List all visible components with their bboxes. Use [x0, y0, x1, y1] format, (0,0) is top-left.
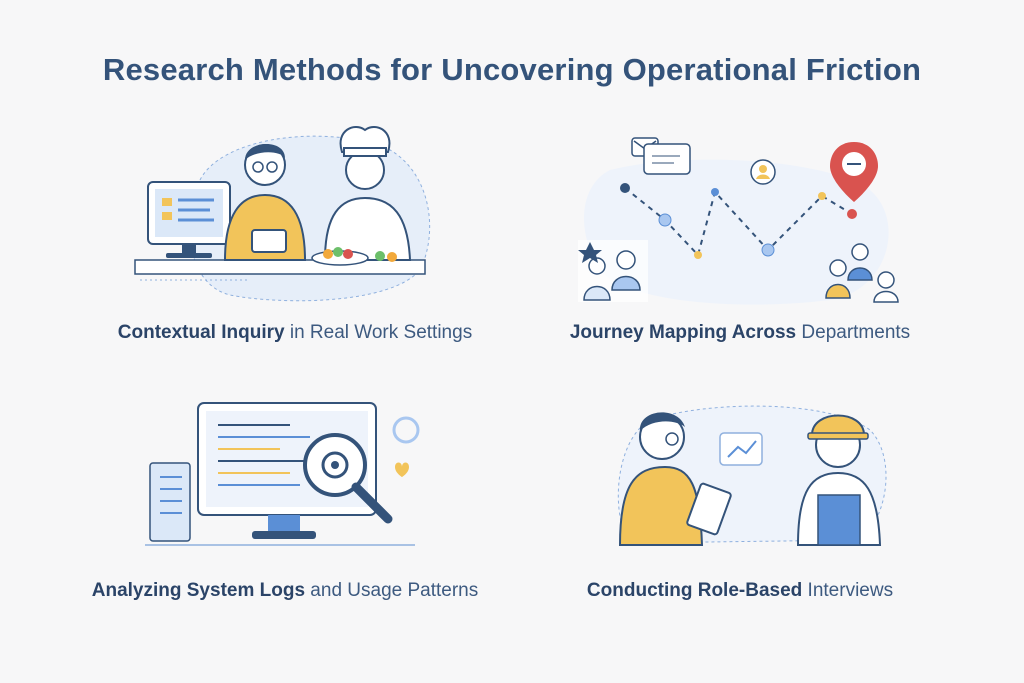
- method-caption-4: Conducting Role-Based Interviews: [586, 580, 894, 601]
- team-right: [825, 243, 899, 303]
- contextual-inquiry-illustration: [130, 120, 440, 305]
- method-caption-1: Contextual Inquiry in Real Work Settings: [117, 322, 473, 343]
- method-caption-3: Analyzing System Logs and Usage Patterns: [91, 580, 479, 601]
- clipboard-icon: [149, 462, 191, 542]
- user-icon: [750, 159, 776, 185]
- chart-bubble-icon: [719, 432, 763, 466]
- chat-bubble-icon: [631, 137, 691, 175]
- magnifier-gear-icon: [303, 433, 393, 524]
- journey-mapping-illustration: [570, 130, 910, 310]
- worker-figure: [796, 414, 882, 546]
- role-interviews-illustration: [590, 395, 900, 550]
- location-pin-icon: [830, 142, 878, 202]
- researcher-figure: [618, 412, 732, 546]
- chef-figure: [311, 125, 412, 266]
- researcher-figure: [223, 143, 307, 261]
- page-title: Research Methods for Uncovering Operatio…: [102, 52, 922, 87]
- system-logs-illustration: [140, 395, 430, 550]
- monitor-icon: [147, 181, 231, 258]
- team-left: [578, 240, 648, 302]
- method-caption-2: Journey Mapping Across Departments: [569, 322, 911, 343]
